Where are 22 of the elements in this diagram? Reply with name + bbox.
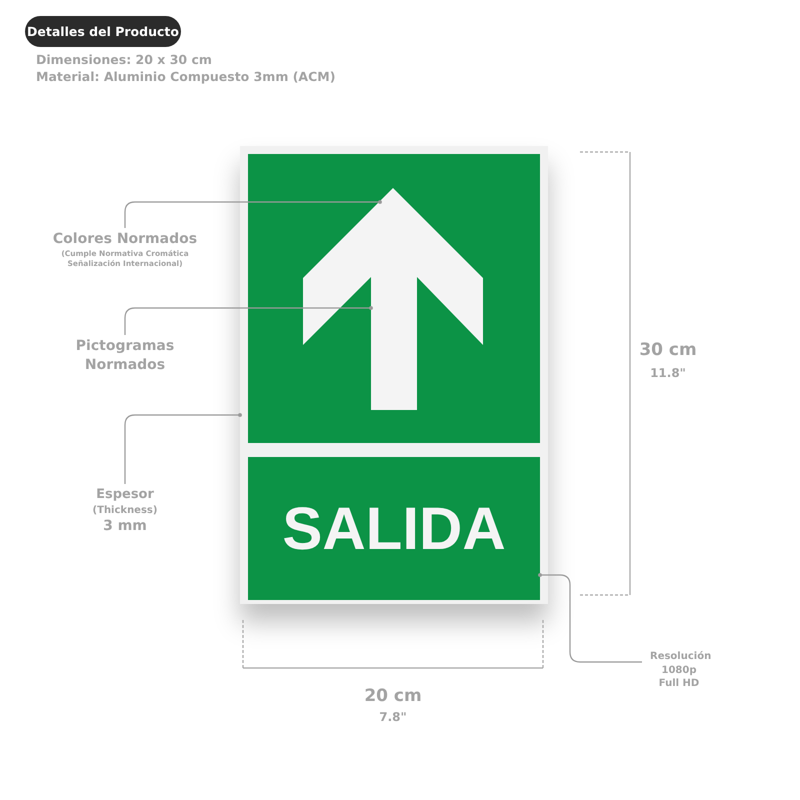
callout-title: Pictogramas Normados [74, 337, 176, 375]
dimension-label: 20 cm [363, 686, 423, 706]
section-heading: Detalles del Producto [25, 16, 181, 47]
leader-line [124, 306, 373, 335]
spec-text: Dimensiones: 20 x 30 cm [36, 52, 213, 67]
callout-title: Espesor [95, 486, 155, 504]
callout-note: (Thickness) [92, 504, 158, 518]
callout-title: Resolución 1080p Full HD [650, 650, 708, 690]
leader-line [538, 573, 642, 663]
callout-title: Colores Normados [52, 230, 198, 249]
leader-line [124, 413, 242, 484]
dimension-label: 11.8" [649, 366, 687, 380]
sign-panel [248, 154, 540, 443]
dimension-label: 7.8" [378, 710, 408, 724]
sign-panel [248, 457, 540, 600]
sign-plate [240, 146, 548, 604]
dimension-label: 30 cm [638, 340, 698, 360]
callout-value: 3 mm [102, 517, 148, 536]
leader-line [124, 200, 382, 228]
spec-text: Material: Aluminio Compuesto 3mm (ACM) [36, 69, 336, 84]
arrow-pictogram [303, 188, 483, 410]
sign-text: SALIDA [282, 494, 506, 563]
